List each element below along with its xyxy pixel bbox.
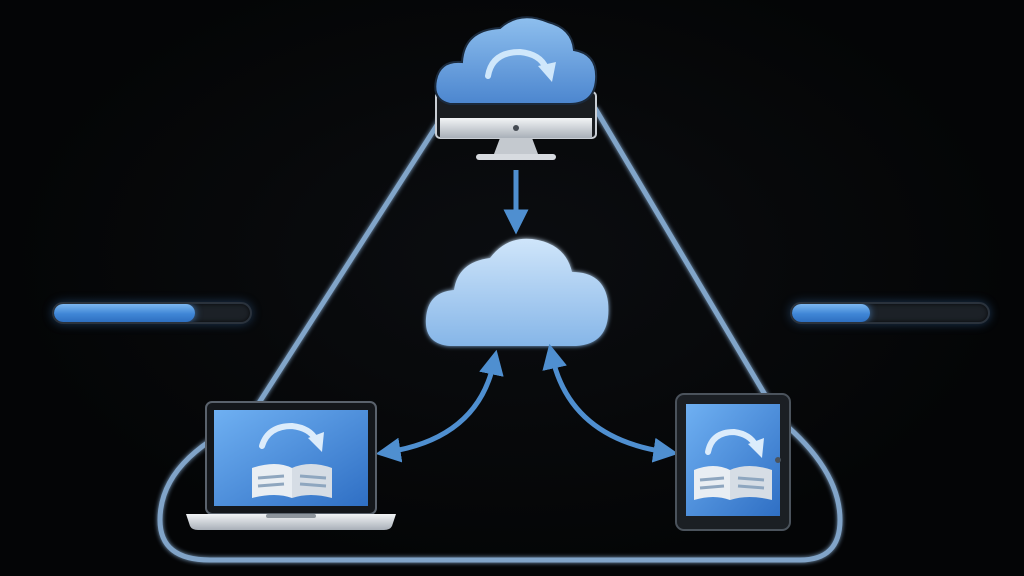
cloud-sync-icon xyxy=(434,16,598,105)
progress-fill-right xyxy=(792,304,871,322)
sync-arrow-icon xyxy=(485,48,549,79)
progress-bar-right xyxy=(790,302,990,324)
sync-arrow-icon xyxy=(705,428,759,455)
arrow-cloud-laptop xyxy=(375,349,504,463)
tablet-icon xyxy=(675,393,791,531)
open-book-icon xyxy=(694,466,772,500)
sync-arrow-icon xyxy=(259,422,319,449)
connector-loop xyxy=(157,106,843,563)
laptop-icon xyxy=(186,401,396,530)
arrow-cloud-tablet xyxy=(542,343,679,463)
cloud-icon xyxy=(425,238,609,346)
open-book-icon xyxy=(252,464,332,498)
progress-fill-left xyxy=(54,304,196,322)
progress-bar-left xyxy=(52,302,252,324)
